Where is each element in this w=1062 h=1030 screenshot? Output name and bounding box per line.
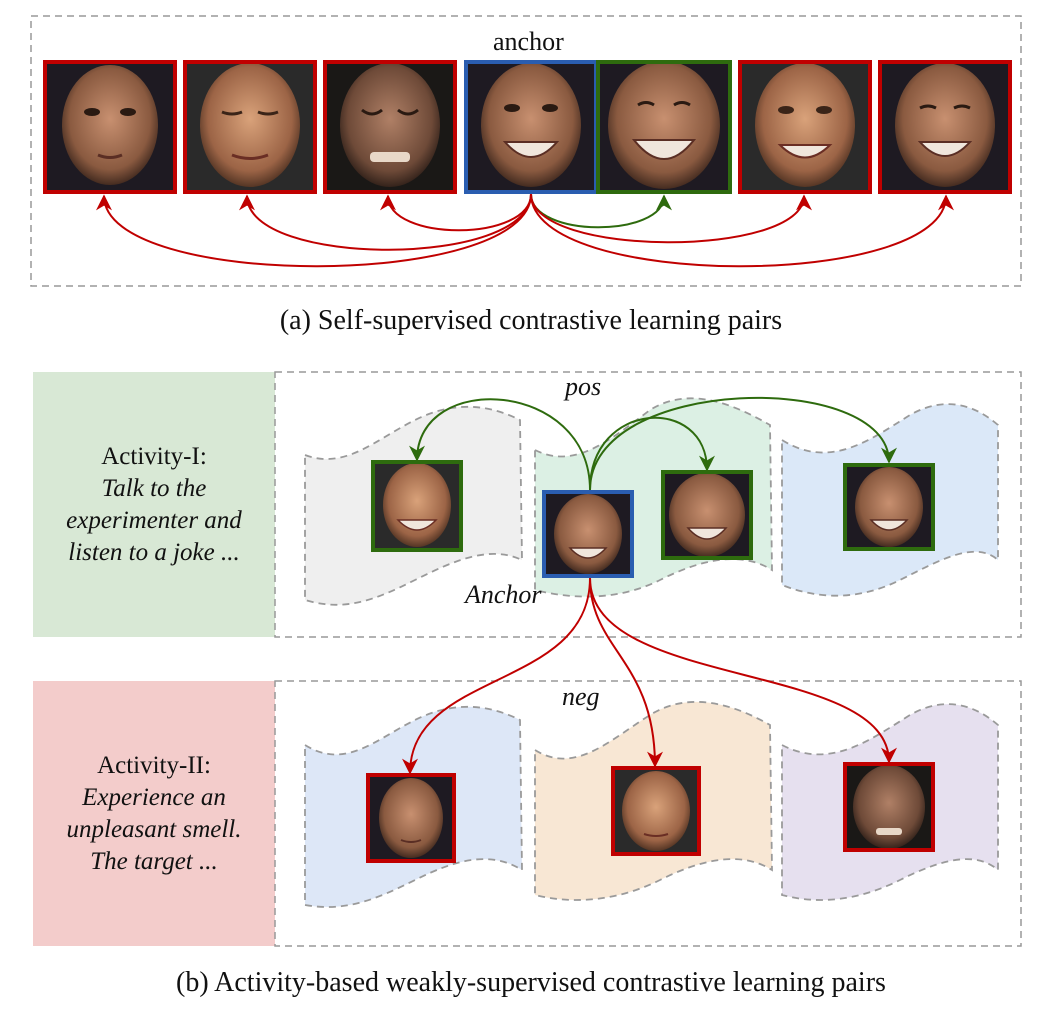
face-image-negative	[611, 766, 701, 856]
activity-2-line: The target ...	[90, 847, 218, 875]
face-image	[323, 60, 457, 194]
panel-a-arrows	[96, 193, 954, 268]
face-image-negative	[366, 773, 456, 863]
activity-2-line: Experience an	[82, 783, 226, 811]
anchor-label-b: Anchor	[465, 580, 542, 609]
anchor-label: anchor	[493, 27, 564, 56]
activity-2-title: Activity-II:	[97, 751, 211, 779]
panel-a-frame	[30, 15, 1022, 287]
panel-a-caption: (a) Self-supervised contrastive learning…	[279, 305, 783, 336]
neg-label: neg	[562, 682, 600, 711]
positive-arrows	[409, 396, 897, 491]
activity-1-frame	[274, 371, 1022, 638]
panel-b-caption: (b) Activity-based weakly-supervised con…	[176, 967, 886, 998]
activity-2-description: Activity-II: Experience an unpleasant sm…	[33, 681, 275, 946]
face-image-negative	[843, 762, 935, 852]
activity-1-line: listen to a joke ...	[68, 538, 240, 566]
face-image	[43, 60, 177, 194]
face-image-positive	[843, 463, 935, 551]
face-image-positive	[661, 470, 753, 560]
activity-2-background	[33, 681, 275, 946]
face-image	[878, 60, 1012, 194]
activity-2-faces	[366, 762, 935, 863]
activity-1-title: Activity-I:	[101, 442, 207, 470]
activity-2-frame	[274, 680, 1022, 947]
face-image-anchor	[464, 60, 598, 194]
activity-2-line: unpleasant smell.	[66, 815, 242, 843]
activity-1-faces	[371, 460, 935, 578]
activity-1-description: Activity-I: Talk to the experimenter and…	[33, 372, 275, 637]
panel-a-faces	[43, 60, 1012, 194]
activity-1-line: experimenter and	[66, 506, 242, 534]
activity-1-background	[33, 372, 275, 637]
face-image	[738, 60, 872, 194]
activity-1-line: Talk to the	[101, 474, 207, 502]
face-image	[183, 60, 317, 194]
face-image-positive	[371, 460, 463, 552]
face-image-anchor	[542, 490, 634, 578]
face-image-positive	[596, 60, 732, 194]
pos-label: pos	[565, 372, 602, 401]
negative-arrows	[402, 577, 897, 775]
